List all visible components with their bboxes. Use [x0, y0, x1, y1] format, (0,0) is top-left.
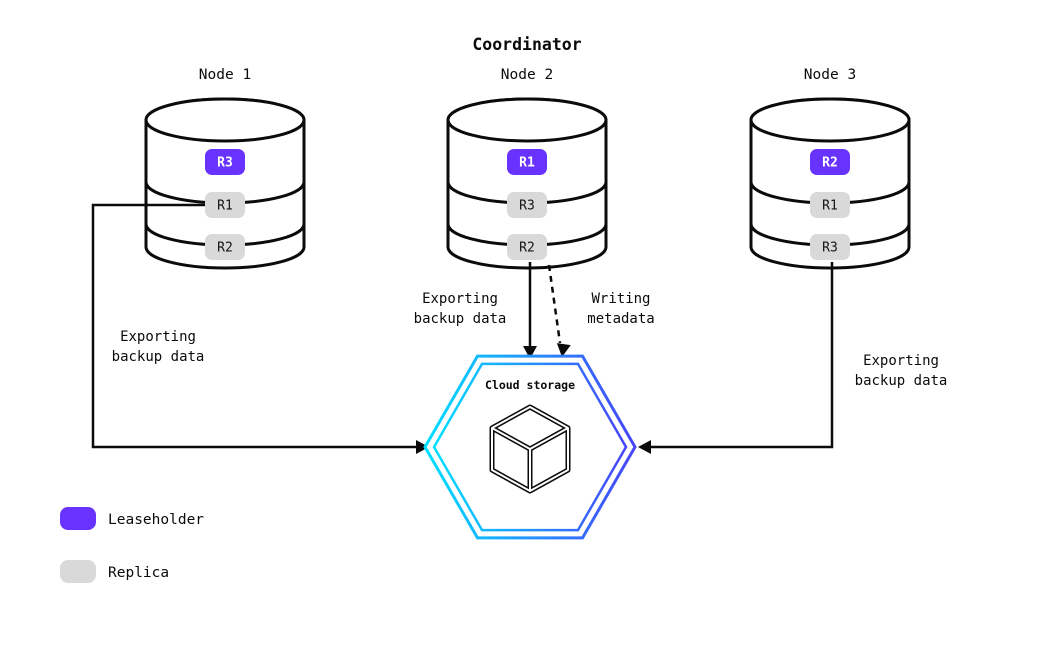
- node-2-replica-pill-2: [507, 234, 547, 260]
- arrow-node1-export-head: [416, 440, 429, 454]
- node-1-replica-pill-1: [205, 192, 245, 218]
- node2-metadata-label-line2: metadata: [587, 311, 654, 327]
- node-2: Node 2 R1 R3 R2: [446, 67, 608, 270]
- node1-export-label-line2: backup data: [112, 349, 205, 365]
- arrow-node2-metadata: [547, 264, 571, 357]
- node-2-replica-pill-1: [507, 192, 547, 218]
- arrow-node3-export-head: [638, 440, 651, 454]
- node-3-leaseholder-pill-label: R2: [822, 156, 838, 171]
- arrow-node3-export-line: [651, 262, 834, 449]
- node-1-replica-pill-1-label: R1: [217, 199, 233, 214]
- cloud-storage: Cloud storage: [423, 354, 637, 540]
- node-3-cylinder-top: [749, 97, 911, 143]
- legend-replica-label: Replica: [108, 565, 169, 581]
- node-3-label: Node 3: [804, 67, 856, 83]
- cube-icon: [489, 404, 571, 494]
- arrow-node1-export: [91, 203, 429, 454]
- arrow-node2-metadata-line: [547, 264, 562, 344]
- node-2-cylinder-top: [446, 97, 608, 143]
- node2-metadata-label-line1: Writing: [591, 291, 650, 307]
- arrow-node1-export-line: [91, 203, 416, 449]
- node3-export-label-line2: backup data: [855, 373, 948, 389]
- node-1-replica-pill-2: [205, 234, 245, 260]
- cloud-storage-label: Cloud storage: [485, 378, 575, 392]
- node-1: Node 1 R3 R1 R2: [144, 67, 306, 270]
- node-3-replica-pill-1: [810, 192, 850, 218]
- node-1-replica-pill-2-label: R2: [217, 241, 233, 256]
- arrow-node2-export: [523, 262, 537, 359]
- node-1-leaseholder-pill: [205, 149, 245, 175]
- node-3-leaseholder-pill: [810, 149, 850, 175]
- node-1-cylinder-top: [144, 97, 306, 143]
- legend-replica-swatch: [60, 560, 96, 583]
- node3-export-label-line1: Exporting: [863, 353, 939, 369]
- node-3-replica-pill-2: [810, 234, 850, 260]
- node-2-replica-pill-2-label: R2: [519, 241, 535, 256]
- node-3-replica-pill-2-label: R3: [822, 241, 838, 256]
- arrow-node2-export-head: [523, 346, 537, 359]
- node-2-leaseholder-pill-label: R1: [519, 156, 535, 171]
- node1-export-label-line1: Exporting: [120, 329, 196, 345]
- node2-export-label-line2: backup data: [414, 311, 507, 327]
- legend-leaseholder-label: Leaseholder: [108, 512, 204, 528]
- arrow-node3-export: [638, 262, 834, 454]
- arrow-node2-metadata-head: [556, 343, 571, 357]
- diagram-title: Coordinator: [472, 35, 581, 54]
- legend: Leaseholder Replica: [60, 507, 204, 583]
- node-3-replica-pill-1-label: R1: [822, 199, 838, 214]
- legend-leaseholder-swatch: [60, 507, 96, 530]
- node-2-leaseholder-pill: [507, 149, 547, 175]
- node-2-label: Node 2: [501, 67, 553, 83]
- node2-export-label-line1: Exporting: [422, 291, 498, 307]
- node-1-leaseholder-pill-label: R3: [217, 156, 233, 171]
- node-1-label: Node 1: [199, 67, 251, 83]
- edge-labels: Exporting backup data Exporting backup d…: [112, 291, 948, 389]
- node-3: Node 3 R2 R1 R3: [749, 67, 911, 270]
- node-2-replica-pill-1-label: R3: [519, 199, 535, 214]
